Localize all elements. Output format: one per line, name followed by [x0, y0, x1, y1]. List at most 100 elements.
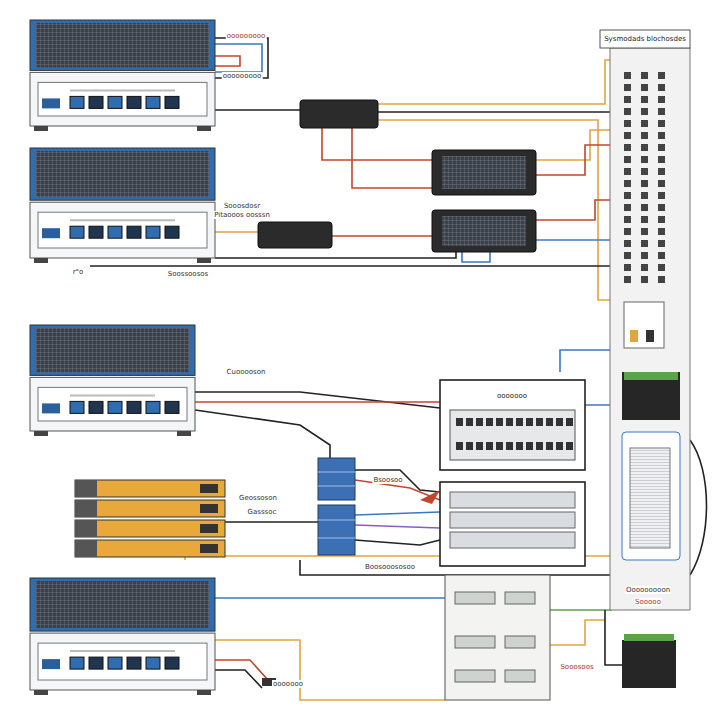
rack-panel: [641, 204, 648, 211]
rack-panel: [624, 204, 631, 211]
device-label: ooooooooo: [222, 72, 263, 80]
server-unit: [30, 202, 215, 258]
cable: [378, 111, 612, 113]
storage-stack: [75, 520, 97, 537]
storage-stack: [75, 500, 97, 517]
network-device: [432, 210, 536, 252]
rack-panel: [630, 330, 638, 342]
rack-panel: [658, 72, 665, 79]
switch-panel: [526, 418, 533, 426]
rack-panel: [630, 448, 670, 548]
power-unit: [622, 634, 676, 688]
cable: [195, 410, 330, 458]
rack-panel: [658, 132, 665, 139]
rack-panel: [641, 156, 648, 163]
switch-panel: [476, 442, 483, 450]
server-unit: [108, 96, 122, 108]
switch-panel: [566, 442, 573, 450]
patch-panel: [450, 512, 575, 528]
server-unit: [70, 89, 175, 91]
switch-panel: [516, 418, 523, 426]
device-label: ooooooo: [496, 392, 528, 400]
server-unit: [70, 226, 84, 238]
cable: [215, 670, 262, 688]
equipment-cabinet: [505, 636, 535, 648]
storage-stack: [75, 480, 97, 497]
server-unit: [146, 657, 160, 669]
blue-module: [318, 458, 355, 500]
rack-panel: [641, 96, 648, 103]
rack-panel: [658, 216, 665, 223]
storage-stack: [75, 480, 225, 557]
device-label: Ooooooooon: [625, 586, 671, 594]
switch-panel: [496, 442, 503, 450]
storage-stack: [75, 500, 225, 517]
device-label: Gasssoc: [247, 508, 278, 516]
switch-panel: [486, 418, 493, 426]
power-adapter: [258, 222, 332, 248]
server-unit: [38, 387, 187, 421]
equipment-cabinet: [455, 636, 495, 648]
rack-panel: [624, 240, 631, 247]
storage-stack: [200, 544, 218, 553]
rack-panel: [624, 132, 631, 139]
rack-panel: [641, 168, 648, 175]
network-device: [442, 156, 526, 189]
server-unit: [30, 325, 195, 375]
rack-panel: [641, 132, 648, 139]
rack-panel: [600, 30, 690, 610]
server-unit: [42, 228, 60, 238]
equipment-cabinet: [505, 592, 535, 604]
server-unit: [38, 643, 207, 680]
storage-stack: [200, 524, 218, 533]
rack-panel: [624, 96, 631, 103]
switch-panel: [496, 418, 503, 426]
switch-panel: [546, 418, 553, 426]
cable: [690, 440, 707, 575]
cable: [536, 200, 612, 220]
rack-panel: [624, 108, 631, 115]
server-unit: [165, 226, 179, 238]
blue-module: [318, 472, 355, 538]
device-label: Sooosdosr: [223, 202, 261, 210]
switch-panel: [536, 442, 543, 450]
server-unit: [108, 657, 122, 669]
server-unit: [42, 98, 60, 108]
server-unit: [146, 401, 160, 413]
rack-panel: [658, 192, 665, 199]
switch-panel: [506, 418, 513, 426]
server-unit: [165, 657, 179, 669]
rack-panel: [624, 120, 631, 127]
cable: [322, 128, 432, 160]
device-label: Pitaooos oosssn: [213, 211, 271, 219]
server-unit: [42, 659, 60, 669]
power-adapter: [300, 100, 378, 128]
storage-stack: [75, 520, 225, 537]
server-unit: [42, 403, 60, 413]
patch-panel: [420, 482, 585, 566]
switch-panel: [526, 442, 533, 450]
rack-panel: [624, 302, 664, 348]
rack-panel: [600, 30, 690, 48]
rack-panel: [658, 204, 665, 211]
rack-panel: [658, 108, 665, 115]
cable: [378, 120, 612, 300]
cable: [536, 239, 612, 241]
rack-panel: [641, 72, 648, 79]
server-unit: [89, 226, 103, 238]
server-unit: [197, 126, 211, 131]
switch-panel: [450, 410, 575, 460]
network-device: [432, 150, 536, 195]
server-unit: [70, 657, 84, 669]
patch-panel: [440, 482, 585, 566]
device-label: ooooooooo: [226, 32, 267, 40]
server-unit: [34, 690, 48, 695]
server-unit: [30, 633, 215, 690]
power-adapter: [258, 222, 332, 248]
cable: [355, 512, 440, 515]
rack-panel: [641, 240, 648, 247]
server-unit: [36, 23, 209, 67]
device-label: Bsoosoo: [372, 476, 403, 484]
